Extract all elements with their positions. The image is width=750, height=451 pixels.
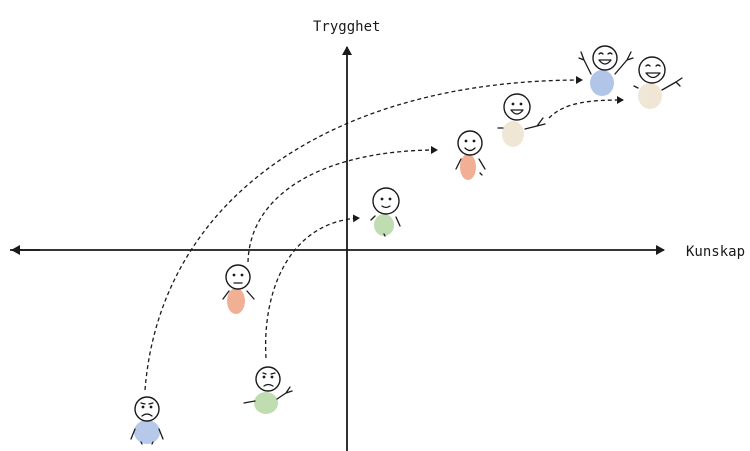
figure-orange-neutral [222,264,255,314]
path-blue [144,76,583,391]
figure-beige-cheer [633,56,683,109]
figure-body [460,154,476,180]
face [134,396,160,422]
figure-green-smile [370,187,401,237]
figure-beige-smile [497,93,546,147]
path-orange [247,146,438,263]
figure-body [134,420,160,444]
figure-blue-sad [130,396,164,445]
x-axis-label: Kunskap [686,244,745,260]
face [457,130,483,156]
figure-body [590,70,614,96]
path-beige [548,96,624,119]
face [592,45,618,71]
face [255,366,281,392]
axes [10,46,665,451]
face [638,56,666,84]
face [372,187,400,215]
figure-body [254,392,278,414]
figure-blue-cheer [578,45,634,96]
figure-body [227,288,245,314]
path-green [264,214,360,359]
progress-paths [144,76,624,391]
figure-body [374,214,394,236]
face [503,93,531,121]
figure-body [502,121,524,147]
y-axis-label: Trygghet [313,19,380,35]
figure-orange-smile [455,130,486,180]
figure-body [638,83,662,109]
face [225,264,251,290]
figure-green-frown [243,366,293,414]
